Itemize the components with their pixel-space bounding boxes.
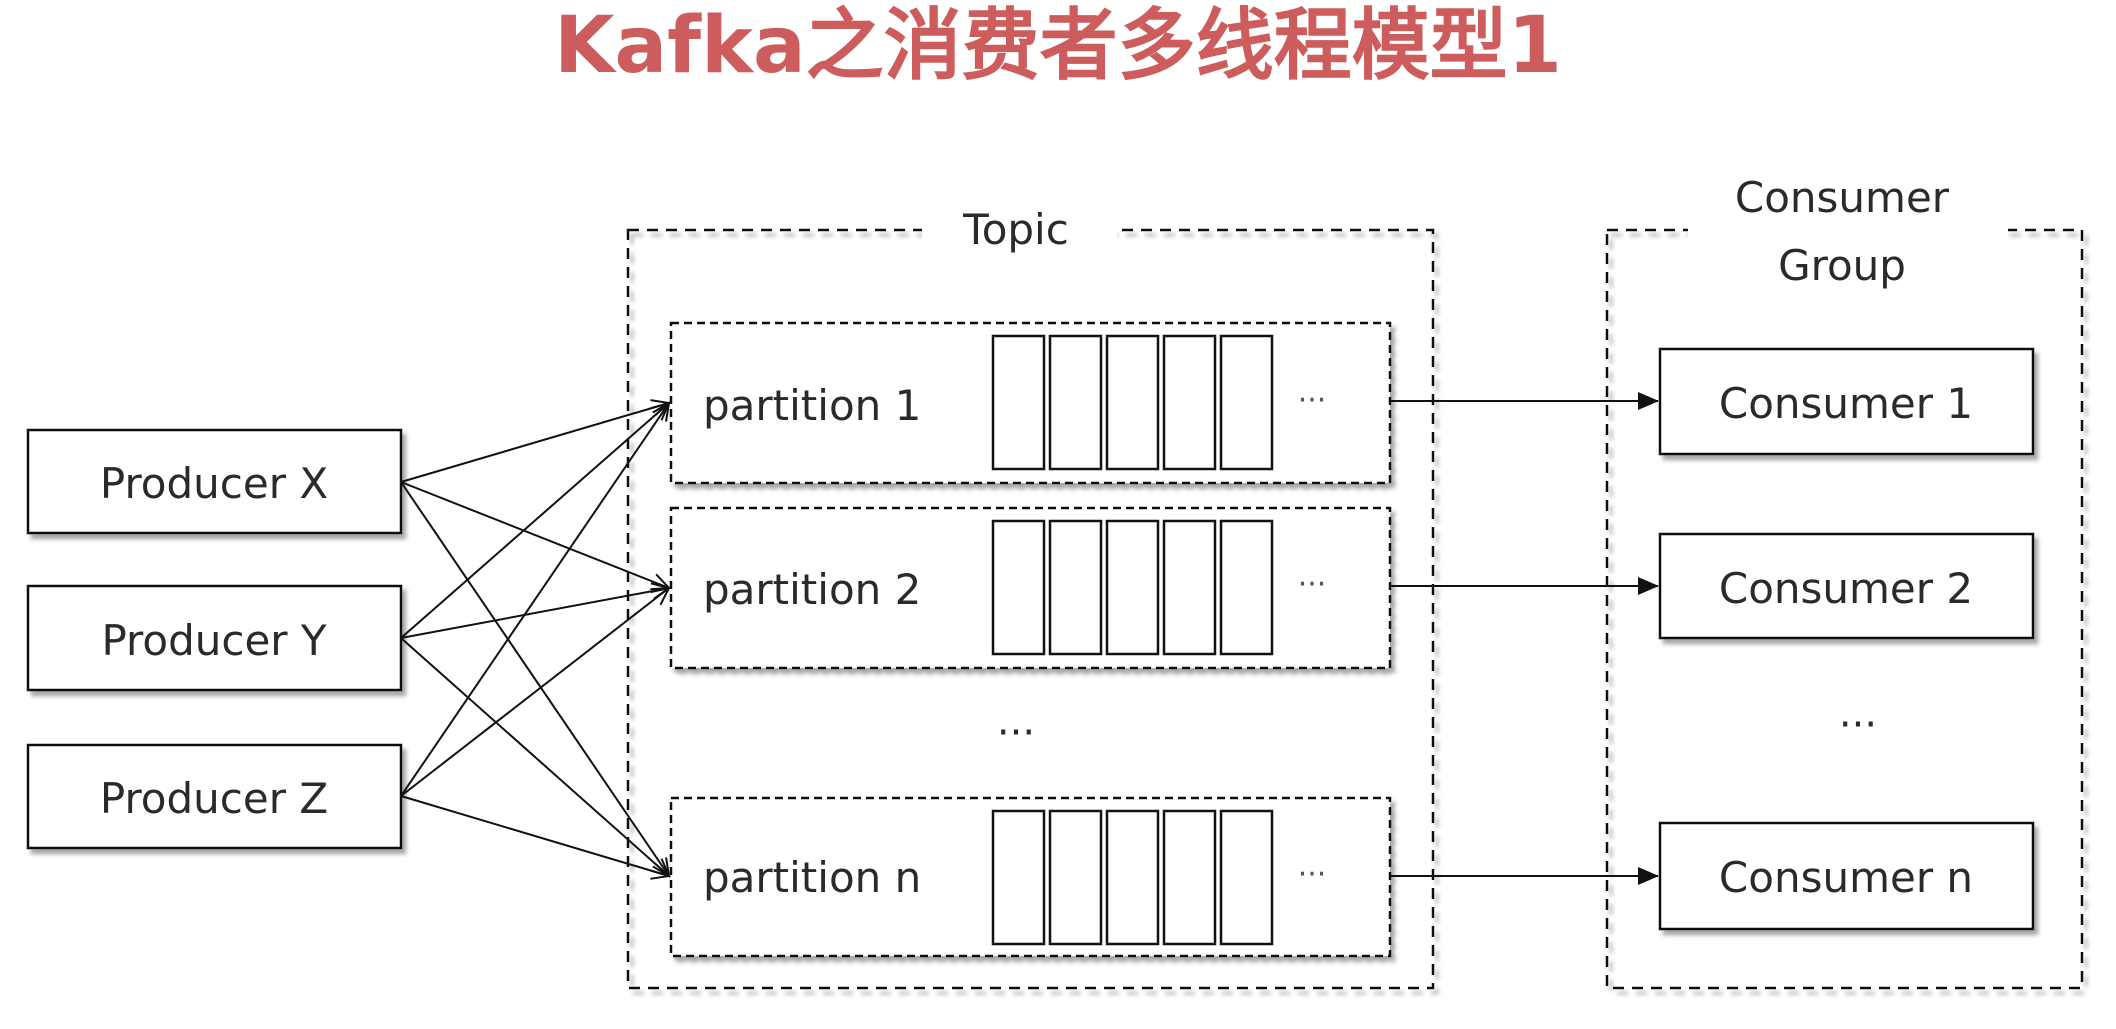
partitions-ellipsis: ··· — [997, 710, 1035, 756]
producer-to-partition-arrows — [400, 403, 669, 876]
partition-1-message-slots — [991, 334, 1274, 471]
consumer-2: Consumer 2 — [1658, 532, 2035, 640]
producer-z-label: Producer Z — [100, 774, 328, 823]
partition-n-ellipsis: ··· — [1298, 857, 1327, 892]
topic-label: Topic — [962, 205, 1069, 254]
topic-container: Topic — [626, 205, 1435, 990]
partition-1-label: partition 1 — [703, 381, 921, 430]
producer-y-label: Producer Y — [101, 616, 326, 665]
partition-to-consumer-arrows — [1390, 392, 1659, 885]
consumer-2-label: Consumer 2 — [1719, 564, 1973, 613]
arrow-x-to-p1 — [400, 403, 669, 483]
consumers-ellipsis: ··· — [1839, 702, 1877, 748]
consumer-group-container: Consumer Group — [1605, 170, 2084, 990]
partition-2: partition 2 ··· — [669, 506, 1392, 670]
arrow-z-to-pn — [400, 795, 669, 876]
partition-2-message-slots — [991, 519, 1274, 656]
arrow-y-to-p1 — [400, 403, 669, 639]
arrow-y-to-p2 — [400, 588, 669, 639]
partition-1: partition 1 ··· — [669, 321, 1392, 485]
producer-y: Producer Y — [26, 584, 403, 692]
partition-n-label: partition n — [703, 853, 921, 902]
consumer-n-label: Consumer n — [1719, 853, 1973, 902]
consumer-n: Consumer n — [1658, 821, 2035, 931]
producer-x: Producer X — [26, 428, 403, 535]
page-title: Kafka之消费者多线程模型1 — [554, 1, 1562, 91]
arrow-z-to-p2 — [400, 588, 669, 797]
consumer-1-label: Consumer 1 — [1719, 379, 1973, 428]
consumer-group-label-line2: Group — [1778, 241, 1906, 290]
producer-x-label: Producer X — [100, 459, 328, 508]
arrow-z-to-p1 — [400, 403, 669, 797]
partition-n: partition n ··· — [669, 796, 1392, 958]
arrow-y-to-pn — [400, 637, 669, 876]
consumer-group-label-line1: Consumer — [1735, 173, 1950, 222]
partition-2-ellipsis: ··· — [1298, 567, 1327, 602]
arrow-x-to-pn — [400, 481, 669, 876]
partition-2-label: partition 2 — [703, 565, 921, 614]
producer-z: Producer Z — [26, 743, 403, 850]
arrow-x-to-p2 — [400, 481, 669, 588]
partition-1-ellipsis: ··· — [1298, 383, 1327, 418]
consumer-1: Consumer 1 — [1658, 347, 2035, 456]
partition-n-message-slots — [991, 809, 1274, 946]
